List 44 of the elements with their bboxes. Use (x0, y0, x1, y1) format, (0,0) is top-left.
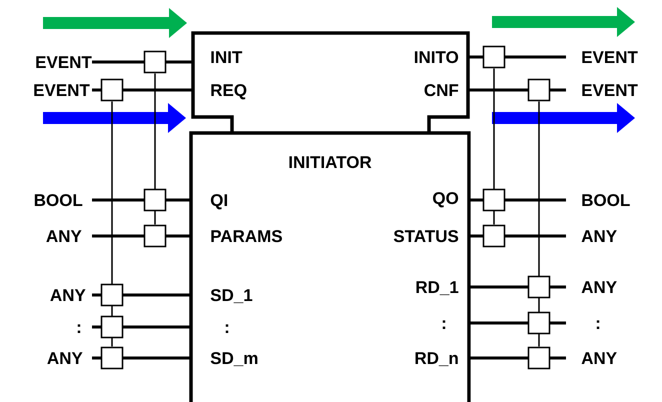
connection-line (92, 356, 192, 360)
type-label: ANY (46, 230, 82, 242)
type-label: EVENT (582, 84, 638, 96)
connection-line (468, 286, 566, 288)
type-label: : (596, 320, 600, 329)
connection-line (92, 88, 192, 92)
port-label: PARAMS (211, 230, 282, 242)
port-label: REQ (211, 84, 246, 100)
type-label: BOOL (34, 194, 82, 206)
connection-line (468, 198, 566, 202)
connection-line (92, 60, 192, 64)
connection-line (468, 321, 566, 324)
connection-line (468, 56, 566, 58)
port-label: STATUS (394, 230, 458, 242)
connection-line (92, 325, 192, 328)
port-label: QO (433, 192, 458, 208)
type-label: ANY (582, 281, 617, 293)
type-label: ANY (582, 230, 617, 242)
connection-line (92, 294, 192, 296)
port-label: RD_n (416, 352, 458, 366)
type-label: EVENT (36, 56, 92, 68)
type-label: ANY (582, 352, 617, 364)
port-label: CNF (424, 84, 458, 96)
connection-line (468, 356, 566, 360)
port-label: INITO (414, 51, 458, 64)
port-label: SD_m (210, 352, 258, 366)
type-label: BOOL (582, 194, 630, 206)
block-title: INITIATOR (289, 156, 372, 168)
port-label: INIT (211, 51, 242, 63)
type-label: ANY (50, 289, 86, 301)
connection-line (468, 88, 566, 92)
type-label: EVENT (582, 51, 638, 63)
type-label: ANY (47, 352, 83, 364)
function-block (189, 31, 471, 402)
connection-line (92, 198, 192, 202)
connection-line (468, 234, 566, 238)
port-label: : (226, 324, 228, 333)
port-label: RD_1 (416, 281, 458, 296)
type-label: EVENT (34, 84, 90, 96)
port-label: SD_1 (210, 289, 252, 304)
port-label: : (442, 320, 446, 329)
port-label: QI (210, 194, 228, 210)
connection-line (92, 234, 192, 238)
type-label: : (78, 324, 80, 333)
